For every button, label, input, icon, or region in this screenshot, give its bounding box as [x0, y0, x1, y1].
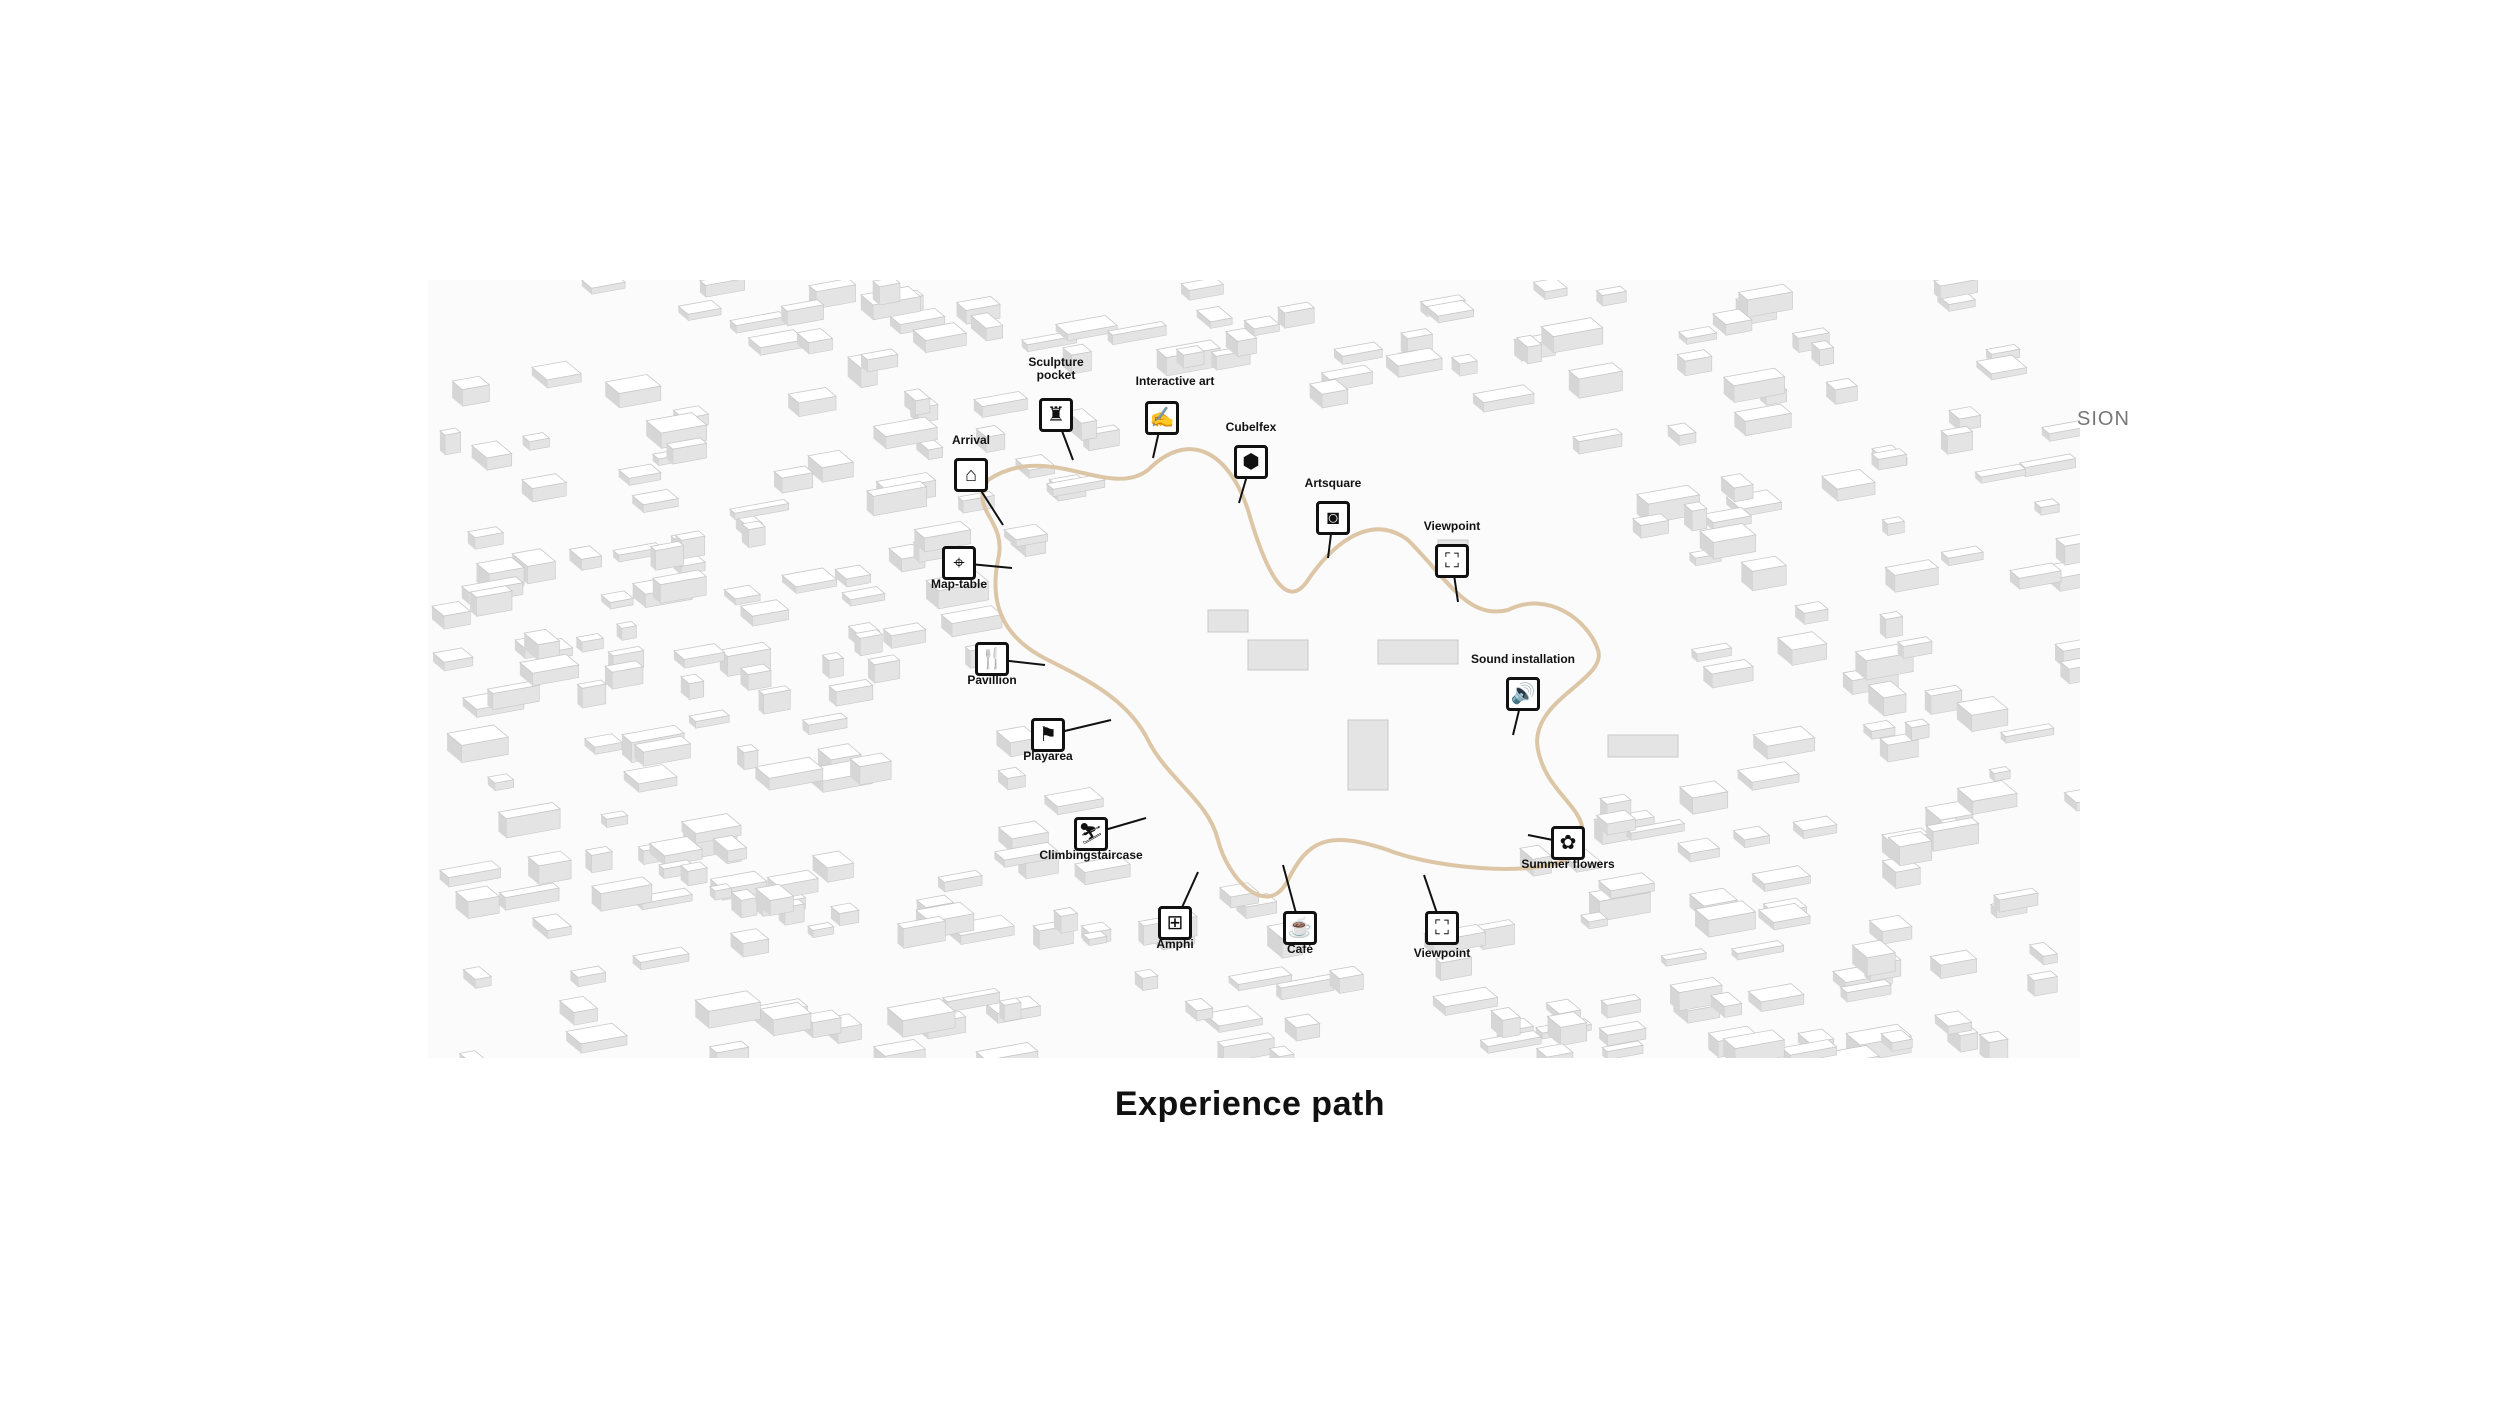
experience-path-line	[980, 447, 1601, 899]
marker-label: Café	[1286, 942, 1314, 956]
interactive-art-icon: ✍	[1145, 401, 1179, 435]
climbing-icon: ⛷	[1074, 817, 1108, 851]
central-building	[1207, 609, 1249, 633]
marker-label: Map-table	[930, 577, 988, 591]
marker-label: Arrival	[951, 433, 991, 447]
central-building	[1347, 719, 1389, 791]
map-pin-icon: ⌖	[942, 546, 976, 580]
marker-label: Viewpoint	[1423, 519, 1481, 533]
flower-icon: ✿	[1551, 826, 1585, 860]
marker-label: Climbingstaircase	[1039, 848, 1143, 862]
cutlery-icon: 🍴	[975, 642, 1009, 676]
central-building	[1247, 639, 1309, 671]
marker-label: Sound installation	[1471, 652, 1575, 666]
viewpoint-icon: ⛶	[1425, 911, 1459, 945]
marker-label: Playarea	[1023, 749, 1073, 763]
marker-label: Interactive art	[1135, 374, 1215, 388]
viewpoint-icon: ⛶	[1435, 544, 1469, 578]
sculpture-icon: ♜	[1039, 398, 1073, 432]
buildings	[431, 280, 2080, 1058]
amphi-icon: ⊞	[1158, 906, 1192, 940]
coffee-icon: ☕	[1283, 911, 1317, 945]
play-icon: ⚑	[1031, 718, 1065, 752]
marker-label: Pavillion	[967, 673, 1017, 687]
camera-icon: ◙	[1316, 501, 1350, 535]
diagram-caption: Experience path	[1114, 1085, 1386, 1123]
central-building	[1377, 639, 1459, 665]
marker-label: Viewpoint	[1413, 946, 1471, 960]
marker-label: Cubelfex	[1225, 420, 1277, 434]
speaker-icon: 🔊	[1506, 677, 1540, 711]
marker-label: Amphi	[1156, 937, 1194, 951]
site-axonometric-map: ⌂ Arrival ♜ Sculpture pocket ✍ Interactive ar…	[428, 280, 2080, 1058]
cropped-edge-text: SION	[2077, 408, 2130, 430]
cube-icon: ⬢	[1234, 445, 1268, 479]
marker-label: Artsquare	[1304, 476, 1362, 490]
marker-label: Sculpture pocket	[1028, 355, 1084, 382]
map-drawing	[431, 280, 2080, 1058]
marker-label: Summer flowers	[1521, 857, 1615, 871]
central-building	[1607, 734, 1679, 758]
house-icon: ⌂	[954, 458, 988, 492]
